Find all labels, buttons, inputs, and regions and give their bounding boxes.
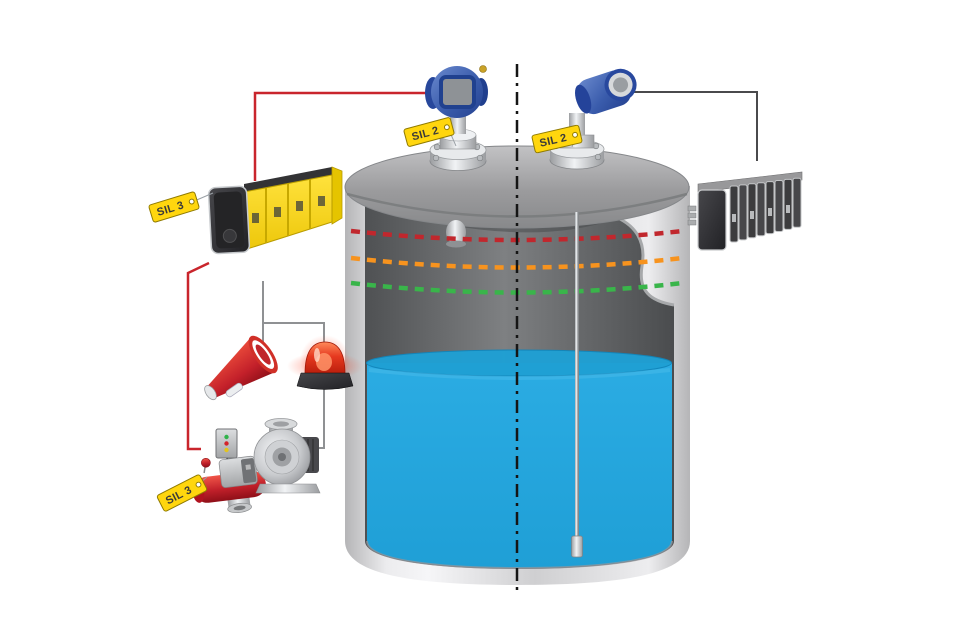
tag-body — [531, 124, 583, 154]
beacon-base — [296, 372, 354, 390]
pump-icon — [253, 418, 321, 494]
tag-body — [148, 191, 200, 223]
relay-label — [750, 211, 754, 219]
alarm-beacon-icon — [287, 335, 363, 390]
emergency-shutoff-valve — [192, 428, 266, 514]
tilted-head — [575, 68, 637, 115]
safety-logic-solver — [207, 166, 343, 255]
module-label — [274, 207, 281, 217]
module-label — [252, 213, 259, 223]
tag-hole — [572, 131, 578, 138]
relay-label — [732, 214, 736, 222]
vent-plug — [479, 65, 487, 73]
tag-body — [403, 117, 455, 147]
liquid-body — [367, 363, 672, 568]
valve-outlet-bore — [233, 505, 246, 511]
relay-module — [738, 184, 748, 241]
horn-mouthpiece — [204, 385, 217, 401]
display-glass — [613, 77, 629, 93]
head-cap-left — [575, 84, 592, 114]
relay-module — [783, 178, 793, 230]
guided-wave-level-transmitter-right — [549, 68, 637, 170]
probe-end-weight — [571, 535, 583, 558]
transmitter-display — [439, 75, 476, 109]
module-label — [296, 201, 303, 211]
sil-tag-transmitter-left: SIL 2 — [403, 117, 457, 147]
relay-module — [756, 182, 766, 237]
relay-module-rack — [687, 171, 803, 251]
tag-body — [156, 474, 208, 512]
relay-label — [786, 205, 790, 213]
guided-wave-probe — [571, 212, 583, 558]
tag-hole — [195, 481, 202, 488]
lid-nozzle-end — [446, 240, 466, 248]
relay-module — [774, 180, 784, 232]
sil-tag-logic-solver: SIL 3 — [148, 191, 214, 223]
level-transmitter-left — [425, 65, 488, 171]
rack-rail — [697, 171, 803, 193]
flange-bolt — [432, 154, 440, 162]
indicator-ball — [201, 457, 211, 468]
solver-cpu-module — [207, 185, 251, 255]
solver-end-cap — [331, 166, 343, 225]
valve-led-green — [224, 434, 229, 440]
alarm-horn-icon — [204, 335, 278, 401]
cutaway-edge — [609, 213, 675, 307]
flange-bolt — [594, 153, 602, 161]
relay-module — [747, 183, 757, 239]
liquid-surface-highlight — [368, 368, 671, 380]
sil-tag-transmitter-right: SIL 2 — [531, 124, 583, 154]
relay-module — [792, 177, 802, 228]
tag-hole — [443, 124, 450, 131]
beacon-highlight — [314, 348, 320, 362]
valve-actuator-face — [240, 458, 257, 484]
valve-body-group — [192, 455, 266, 514]
pump-outlet-bore — [273, 421, 289, 427]
rail-connector — [687, 205, 697, 212]
signal-wire-transmitter-to-relays — [619, 91, 758, 161]
safety-wire-transmitter-to-solver — [253, 91, 432, 181]
relay-modules — [729, 177, 802, 243]
rail-connector — [687, 219, 697, 226]
beacon-bulb — [316, 353, 332, 371]
safety-wire-solver-to-valve — [186, 261, 210, 451]
sil-tag-valve: SIL 3 — [156, 474, 208, 512]
tag-hole — [188, 198, 195, 205]
module-label — [318, 196, 325, 206]
cpu-port — [222, 228, 237, 243]
valve-led-red — [224, 441, 229, 446]
valve-actuator-label — [245, 464, 252, 470]
relay-label — [768, 208, 772, 216]
horn-handle — [225, 382, 243, 398]
flange-bolt — [433, 143, 441, 151]
relay-module — [765, 181, 775, 235]
tank-bottom-inner-rim — [366, 540, 673, 570]
rail-connector — [687, 212, 697, 219]
relay-module-front — [697, 189, 727, 251]
valve-led-yellow — [224, 447, 229, 453]
pump-base — [255, 483, 321, 494]
horn-bell-core — [255, 344, 271, 365]
flange-bolt — [476, 154, 484, 162]
pump-hub — [278, 453, 286, 461]
